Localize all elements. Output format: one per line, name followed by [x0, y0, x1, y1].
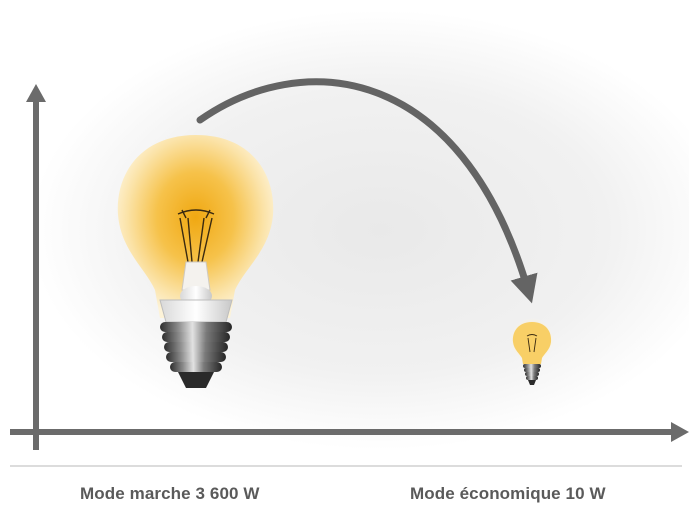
x-axis-arrowhead	[671, 422, 689, 442]
y-axis-arrowhead	[26, 84, 46, 102]
eco-mode-label: Mode économique 10 W	[410, 484, 606, 504]
on-mode-label: Mode marche 3 600 W	[80, 484, 260, 504]
